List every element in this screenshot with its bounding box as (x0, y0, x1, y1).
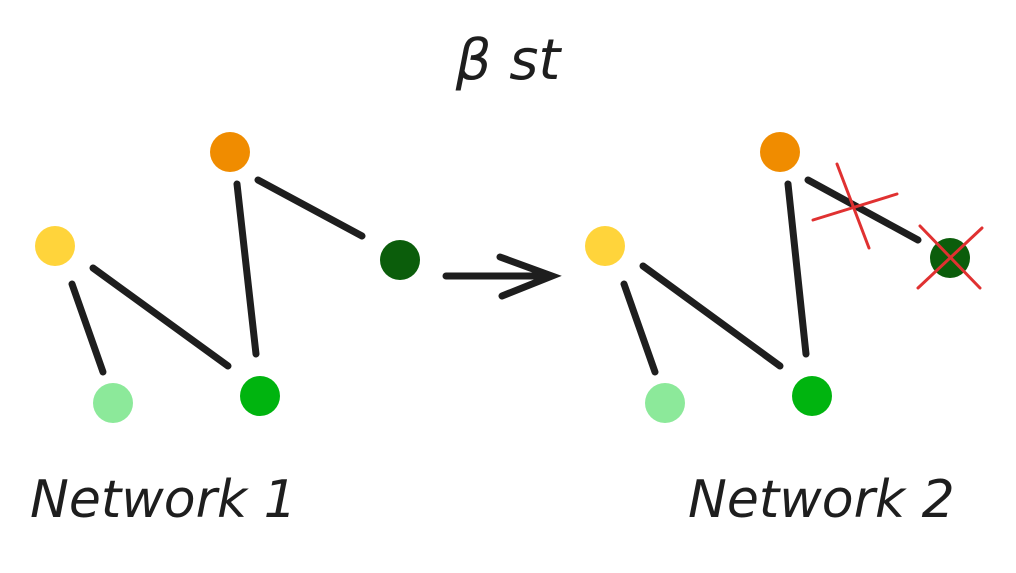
node-dark-green (380, 240, 420, 280)
network-1 (35, 132, 420, 423)
edge-cross-mark (811, 192, 899, 222)
network-1-label: Network 1 (30, 470, 297, 530)
network-2 (585, 132, 984, 423)
node-light-green (645, 383, 685, 423)
edge-orange-dark-green (254, 176, 366, 240)
node-orange (760, 132, 800, 172)
edge-cross-mark (835, 162, 871, 250)
node-green (792, 376, 832, 416)
network-2-label: Network 2 (688, 470, 955, 530)
transition-arrow (442, 253, 562, 300)
arrow-head (496, 253, 562, 300)
node-orange (210, 132, 250, 172)
node-cross-mark (916, 226, 984, 290)
edge-orange-green (233, 180, 260, 358)
node-green (240, 376, 280, 416)
node-yellow (35, 226, 75, 266)
edge-yellow-green (89, 264, 232, 370)
removed-edge-orange-dark-green (804, 176, 922, 244)
diagram-title: β st (455, 28, 561, 93)
node-yellow (585, 226, 625, 266)
edge-yellow-light-green (68, 280, 107, 376)
edge-yellow-light-green (620, 280, 659, 376)
node-light-green (93, 383, 133, 423)
edge-orange-green (784, 180, 810, 358)
edge-yellow-green (639, 262, 784, 370)
